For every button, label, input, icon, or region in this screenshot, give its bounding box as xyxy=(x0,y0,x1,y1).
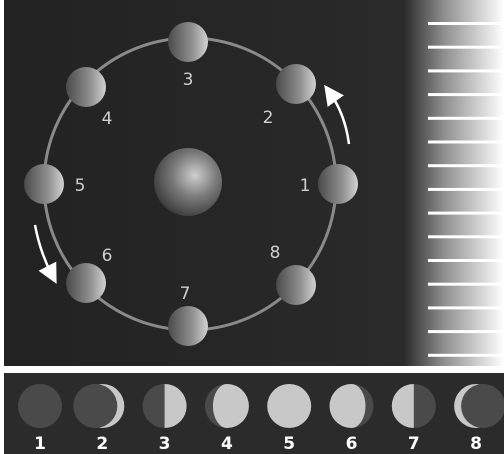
earth xyxy=(154,148,222,216)
sunlight-ray xyxy=(428,93,504,96)
moon-phase-waning-gibbous xyxy=(330,384,374,428)
orbit-moon-8 xyxy=(276,265,316,305)
moon-phase-waxing-gibbous xyxy=(205,384,249,428)
orbit-moon-3 xyxy=(168,22,208,62)
phase-label: 6 xyxy=(346,434,358,454)
orbit-moon-6 xyxy=(66,263,106,303)
sunlight-ray xyxy=(428,69,504,72)
sunlight-ray xyxy=(428,306,504,309)
orbit-position-label: 2 xyxy=(263,108,274,128)
sunlight-ray xyxy=(428,330,504,333)
sunlight-ray xyxy=(428,283,504,286)
moon-phase-first-quarter xyxy=(143,384,187,428)
orbit-position-label: 5 xyxy=(75,176,86,196)
sunlight-ray xyxy=(428,354,504,357)
orbit-position-label: 8 xyxy=(270,243,281,263)
sunlight-ray xyxy=(428,212,504,215)
moon-phase-new xyxy=(18,384,62,428)
moon-phase-last-quarter xyxy=(392,384,436,428)
sunlight-ray xyxy=(428,117,504,120)
orbit-position-label: 1 xyxy=(300,176,311,196)
moon-phase-waning-crescent xyxy=(454,384,504,428)
orbit-position-label: 3 xyxy=(183,70,194,90)
sunlight-rays xyxy=(428,22,504,357)
orbit-position-label: 7 xyxy=(180,284,191,304)
phase-label: 8 xyxy=(470,434,482,454)
sunlight-ray xyxy=(428,235,504,238)
phase-label: 7 xyxy=(408,434,420,454)
phase-label: 3 xyxy=(159,434,171,454)
sunlight-ray xyxy=(428,22,504,25)
sunlight-ray xyxy=(428,141,504,144)
sunlight-ray xyxy=(428,259,504,262)
phase-label: 4 xyxy=(221,434,233,454)
phase-label: 5 xyxy=(283,434,295,454)
orbit-moon-7 xyxy=(168,306,208,346)
phase-label: 1 xyxy=(34,434,46,454)
orbit-moon-4 xyxy=(66,67,106,107)
orbit-moon-2 xyxy=(276,64,316,104)
orbit-position-label: 6 xyxy=(102,246,113,266)
sunlight-ray xyxy=(428,188,504,191)
orbit-moon-1 xyxy=(318,164,358,204)
orbit-moon-5 xyxy=(24,164,64,204)
sunlight-ray xyxy=(428,164,504,167)
moon-phase-full xyxy=(267,384,311,428)
moon-phase-waxing-crescent xyxy=(73,384,124,428)
sunlight-ray xyxy=(428,46,504,49)
orbit-position-label: 4 xyxy=(102,109,113,129)
phase-label: 2 xyxy=(96,434,108,454)
